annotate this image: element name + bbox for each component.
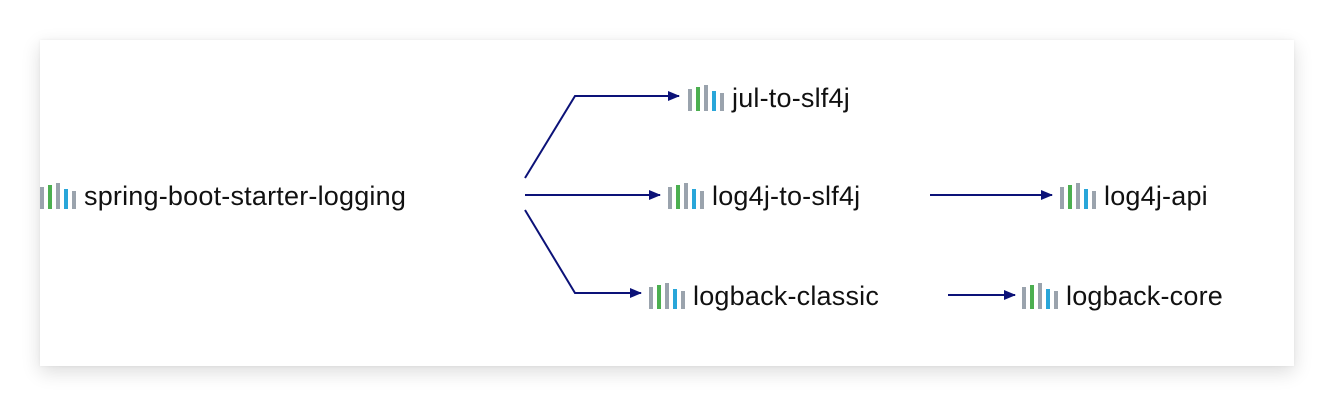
node-label: spring-boot-starter-logging bbox=[84, 181, 407, 211]
maven-library-icon bbox=[649, 283, 685, 309]
maven-library-icon bbox=[668, 183, 704, 209]
node-label: log4j-to-slf4j bbox=[712, 181, 861, 211]
maven-library-icon bbox=[1022, 283, 1058, 309]
maven-library-icon bbox=[40, 183, 76, 209]
edge-starter-to-logback-classic bbox=[524, 209, 642, 298]
node-label: logback-classic bbox=[693, 281, 880, 311]
node-log4j-api[interactable]: log4j-api bbox=[1060, 176, 1208, 216]
edge-starter-to-jul bbox=[524, 91, 680, 179]
maven-library-icon bbox=[688, 85, 724, 111]
node-jul-to-slf4j[interactable]: jul-to-slf4j bbox=[688, 78, 850, 118]
node-logback-classic[interactable]: logback-classic bbox=[649, 276, 879, 316]
maven-library-icon bbox=[1060, 183, 1096, 209]
node-label: logback-core bbox=[1066, 281, 1223, 311]
node-label: jul-to-slf4j bbox=[732, 83, 850, 113]
node-spring-boot-starter-logging[interactable]: spring-boot-starter-logging bbox=[40, 176, 406, 216]
node-label: log4j-api bbox=[1104, 181, 1208, 211]
node-log4j-to-slf4j[interactable]: log4j-to-slf4j bbox=[668, 176, 860, 216]
node-logback-core[interactable]: logback-core bbox=[1022, 276, 1223, 316]
